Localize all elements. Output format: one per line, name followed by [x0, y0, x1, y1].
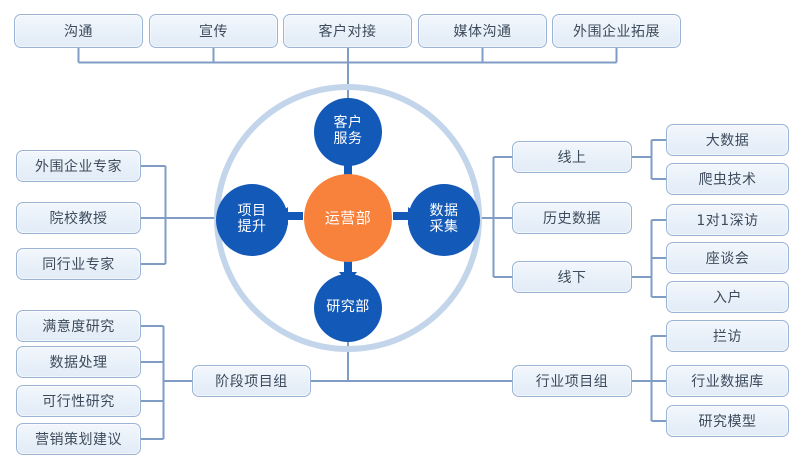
bottom-group-industry-label: 行业项目组 [535, 374, 609, 390]
bottom-left-box-2[interactable]: 可行性研究 [16, 385, 141, 417]
right-offline-child-0[interactable]: 1对1深访 [666, 204, 789, 236]
bottom-left-box-0[interactable]: 满意度研究 [16, 310, 141, 342]
right-offline-child-2-label: 入户 [713, 290, 742, 306]
right-branch-box-offline-label: 线下 [557, 270, 587, 286]
hub-circle-customer-service[interactable]: 客户 服务 [314, 98, 382, 166]
right-branch-box-historical[interactable]: 历史数据 [512, 202, 632, 234]
hub-circle-research-dept-label: 研究部 [326, 299, 370, 316]
top-box-2-label: 客户对接 [318, 24, 377, 40]
top-box-4[interactable]: 外围企业拓展 [552, 14, 681, 48]
top-box-3-label: 媒体沟通 [453, 24, 512, 40]
bottom-left-box-0-label: 满意度研究 [42, 319, 115, 335]
hub-circle-data-collection-label: 数据 采集 [429, 203, 459, 235]
hub-circle-project-improvement[interactable]: 项目 提升 [216, 184, 288, 256]
right-branch-box-historical-label: 历史数据 [543, 211, 601, 227]
hub-circle-customer-service-label: 客户 服务 [333, 115, 363, 147]
hub-circle-data-collection[interactable]: 数据 采集 [408, 184, 480, 256]
right-offline-child-2[interactable]: 入户 [666, 281, 789, 313]
left-branch-box-0-label: 外围企业专家 [35, 159, 122, 175]
top-box-1-label: 宣传 [199, 24, 228, 40]
top-box-0[interactable]: 沟通 [14, 14, 143, 48]
bottom-right-child-0-label: 拦访 [713, 329, 742, 345]
bottom-left-box-2-label: 可行性研究 [42, 394, 115, 410]
bottom-group-industry[interactable]: 行业项目组 [512, 365, 632, 397]
left-branch-box-2[interactable]: 同行业专家 [16, 248, 141, 280]
top-box-1[interactable]: 宣传 [149, 14, 278, 48]
bottom-left-box-1[interactable]: 数据处理 [16, 346, 141, 378]
right-branch-box-online-label: 线上 [557, 150, 587, 166]
top-box-2[interactable]: 客户对接 [283, 14, 412, 48]
bottom-left-box-1-label: 数据处理 [49, 355, 108, 371]
right-online-child-1-label: 爬虫技术 [698, 172, 757, 188]
bottom-left-box-3[interactable]: 营销策划建议 [16, 423, 141, 455]
top-box-4-label: 外围企业拓展 [573, 24, 660, 40]
hub-circle-research-dept[interactable]: 研究部 [314, 274, 382, 342]
bottom-right-child-0[interactable]: 拦访 [666, 320, 789, 352]
bottom-right-child-1[interactable]: 行业数据库 [666, 365, 789, 397]
top-box-3[interactable]: 媒体沟通 [418, 14, 547, 48]
bottom-right-child-2[interactable]: 研究模型 [666, 405, 789, 437]
hub-circle-project-improvement-label: 项目 提升 [237, 203, 267, 235]
right-offline-child-1[interactable]: 座谈会 [666, 242, 789, 274]
right-online-child-0[interactable]: 大数据 [666, 124, 789, 156]
right-branch-box-offline[interactable]: 线下 [512, 261, 632, 293]
bottom-group-stage[interactable]: 阶段项目组 [192, 365, 311, 397]
bottom-left-box-3-label: 营销策划建议 [35, 432, 122, 448]
right-online-child-1[interactable]: 爬虫技术 [666, 163, 789, 195]
right-offline-child-0-label: 1对1深访 [696, 213, 759, 229]
left-branch-box-0[interactable]: 外围企业专家 [16, 150, 141, 182]
left-branch-box-1[interactable]: 院校教授 [16, 202, 141, 234]
right-offline-child-1-label: 座谈会 [705, 251, 750, 267]
center-circle-operations[interactable]: 运营部 [304, 174, 392, 262]
left-branch-box-2-label: 同行业专家 [42, 257, 115, 273]
right-online-child-0-label: 大数据 [705, 133, 750, 149]
bottom-right-child-1-label: 行业数据库 [691, 374, 764, 390]
bottom-group-stage-label: 阶段项目组 [215, 374, 288, 390]
top-box-0-label: 沟通 [64, 24, 93, 40]
center-circle-operations-label: 运营部 [324, 208, 372, 227]
left-branch-box-1-label: 院校教授 [49, 211, 108, 227]
right-branch-box-online[interactable]: 线上 [512, 141, 632, 173]
bottom-right-child-2-label: 研究模型 [698, 414, 757, 430]
